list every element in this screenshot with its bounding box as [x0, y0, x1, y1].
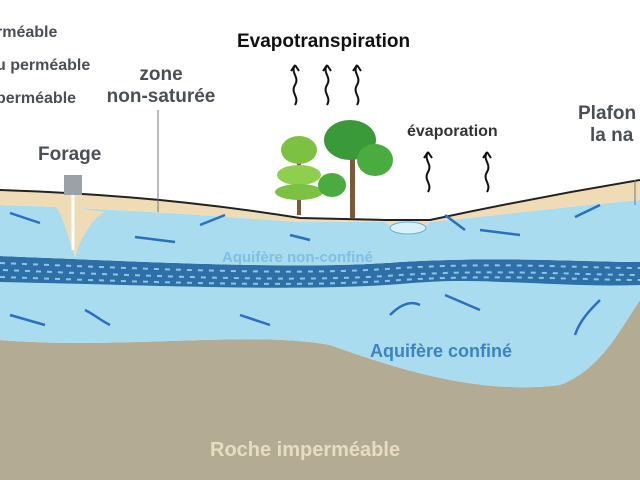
- zone-label-line1: zone: [139, 64, 183, 85]
- unconfined-aquifer: [0, 200, 640, 266]
- rock-label: Roche imperméable: [210, 439, 401, 461]
- flow-arrows: [9, 203, 601, 336]
- unconfined-aquifer-label: Aquifère non-confiné: [222, 249, 373, 266]
- legend-item: rméable: [0, 24, 58, 41]
- well-icon: [64, 175, 82, 195]
- permeable-layer-texture: [0, 262, 640, 285]
- zone-non-saturee-label: zone non-saturée: [96, 64, 226, 108]
- drawdown-cone: [55, 205, 105, 258]
- evaporation-label: évaporation: [407, 123, 498, 140]
- unsaturated-zone: [0, 180, 640, 232]
- ground-surface: [0, 179, 640, 221]
- plafond-label-line1: Plafon: [578, 103, 637, 124]
- pond: [389, 221, 427, 235]
- forage-label: Forage: [38, 144, 102, 165]
- confined-aquifer: [0, 282, 640, 388]
- legend-item: perméable: [0, 90, 77, 107]
- confined-aquifer-label: Aquifère confiné: [370, 341, 513, 361]
- evapotranspiration-arrows: [290, 64, 492, 193]
- plafond-label: Plafon la na: [578, 103, 636, 147]
- zone-label-line2: non-saturée: [106, 86, 216, 107]
- plafond-label-line2: la na: [590, 125, 634, 146]
- evapotranspiration-label: Evapotranspiration: [237, 31, 411, 52]
- tree-icons: [275, 120, 393, 218]
- impermeable-rock: [0, 300, 640, 480]
- legend-item: u perméable: [0, 57, 91, 74]
